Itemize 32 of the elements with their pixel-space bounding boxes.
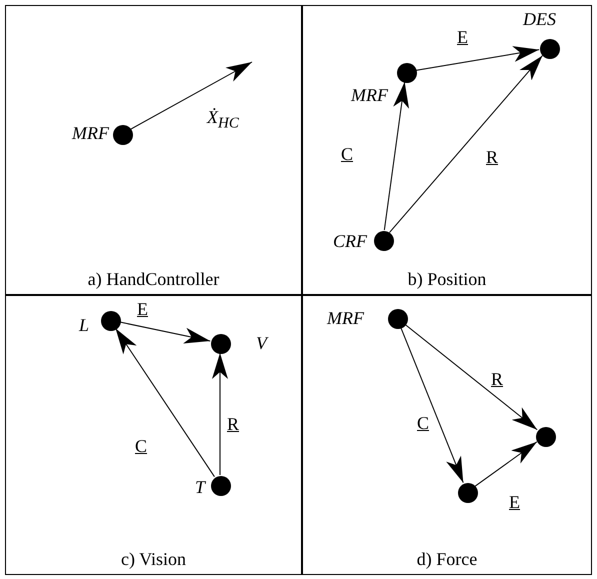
point-label: CRF: [333, 231, 367, 252]
edge-label: R: [490, 370, 504, 390]
edge-label: E: [136, 300, 149, 320]
edge-label: E: [508, 493, 521, 513]
edge-label: C: [134, 437, 148, 457]
arrow: [415, 46, 540, 71]
arrow: [404, 324, 538, 430]
point-label: V: [256, 333, 267, 354]
edge-label: R: [226, 415, 240, 435]
point-label: T: [195, 477, 206, 498]
panel-caption: a) HandController: [86, 269, 220, 290]
point-label: MRF: [72, 123, 109, 144]
arrow: [115, 328, 215, 478]
arrow: [130, 62, 252, 130]
arrow: [474, 441, 538, 487]
arrow: [400, 326, 464, 484]
panel-caption: c) Vision: [120, 549, 188, 570]
point-label: L: [79, 315, 90, 336]
arrow: [384, 81, 410, 231]
edge-label: R: [485, 148, 500, 168]
panel-caption: d) Force: [416, 549, 478, 570]
panel-caption: b) Position: [406, 269, 488, 290]
arrow: [212, 352, 228, 476]
point-label: DES: [523, 9, 556, 30]
point-label: MRF: [327, 308, 364, 329]
edge-label: C: [340, 145, 354, 165]
point-label: MRF: [351, 85, 388, 106]
edge-label: E: [456, 28, 469, 48]
arrow: [389, 55, 543, 233]
panel: [5, 5, 302, 295]
edge-label: C: [416, 414, 430, 434]
arrow: [119, 322, 211, 344]
